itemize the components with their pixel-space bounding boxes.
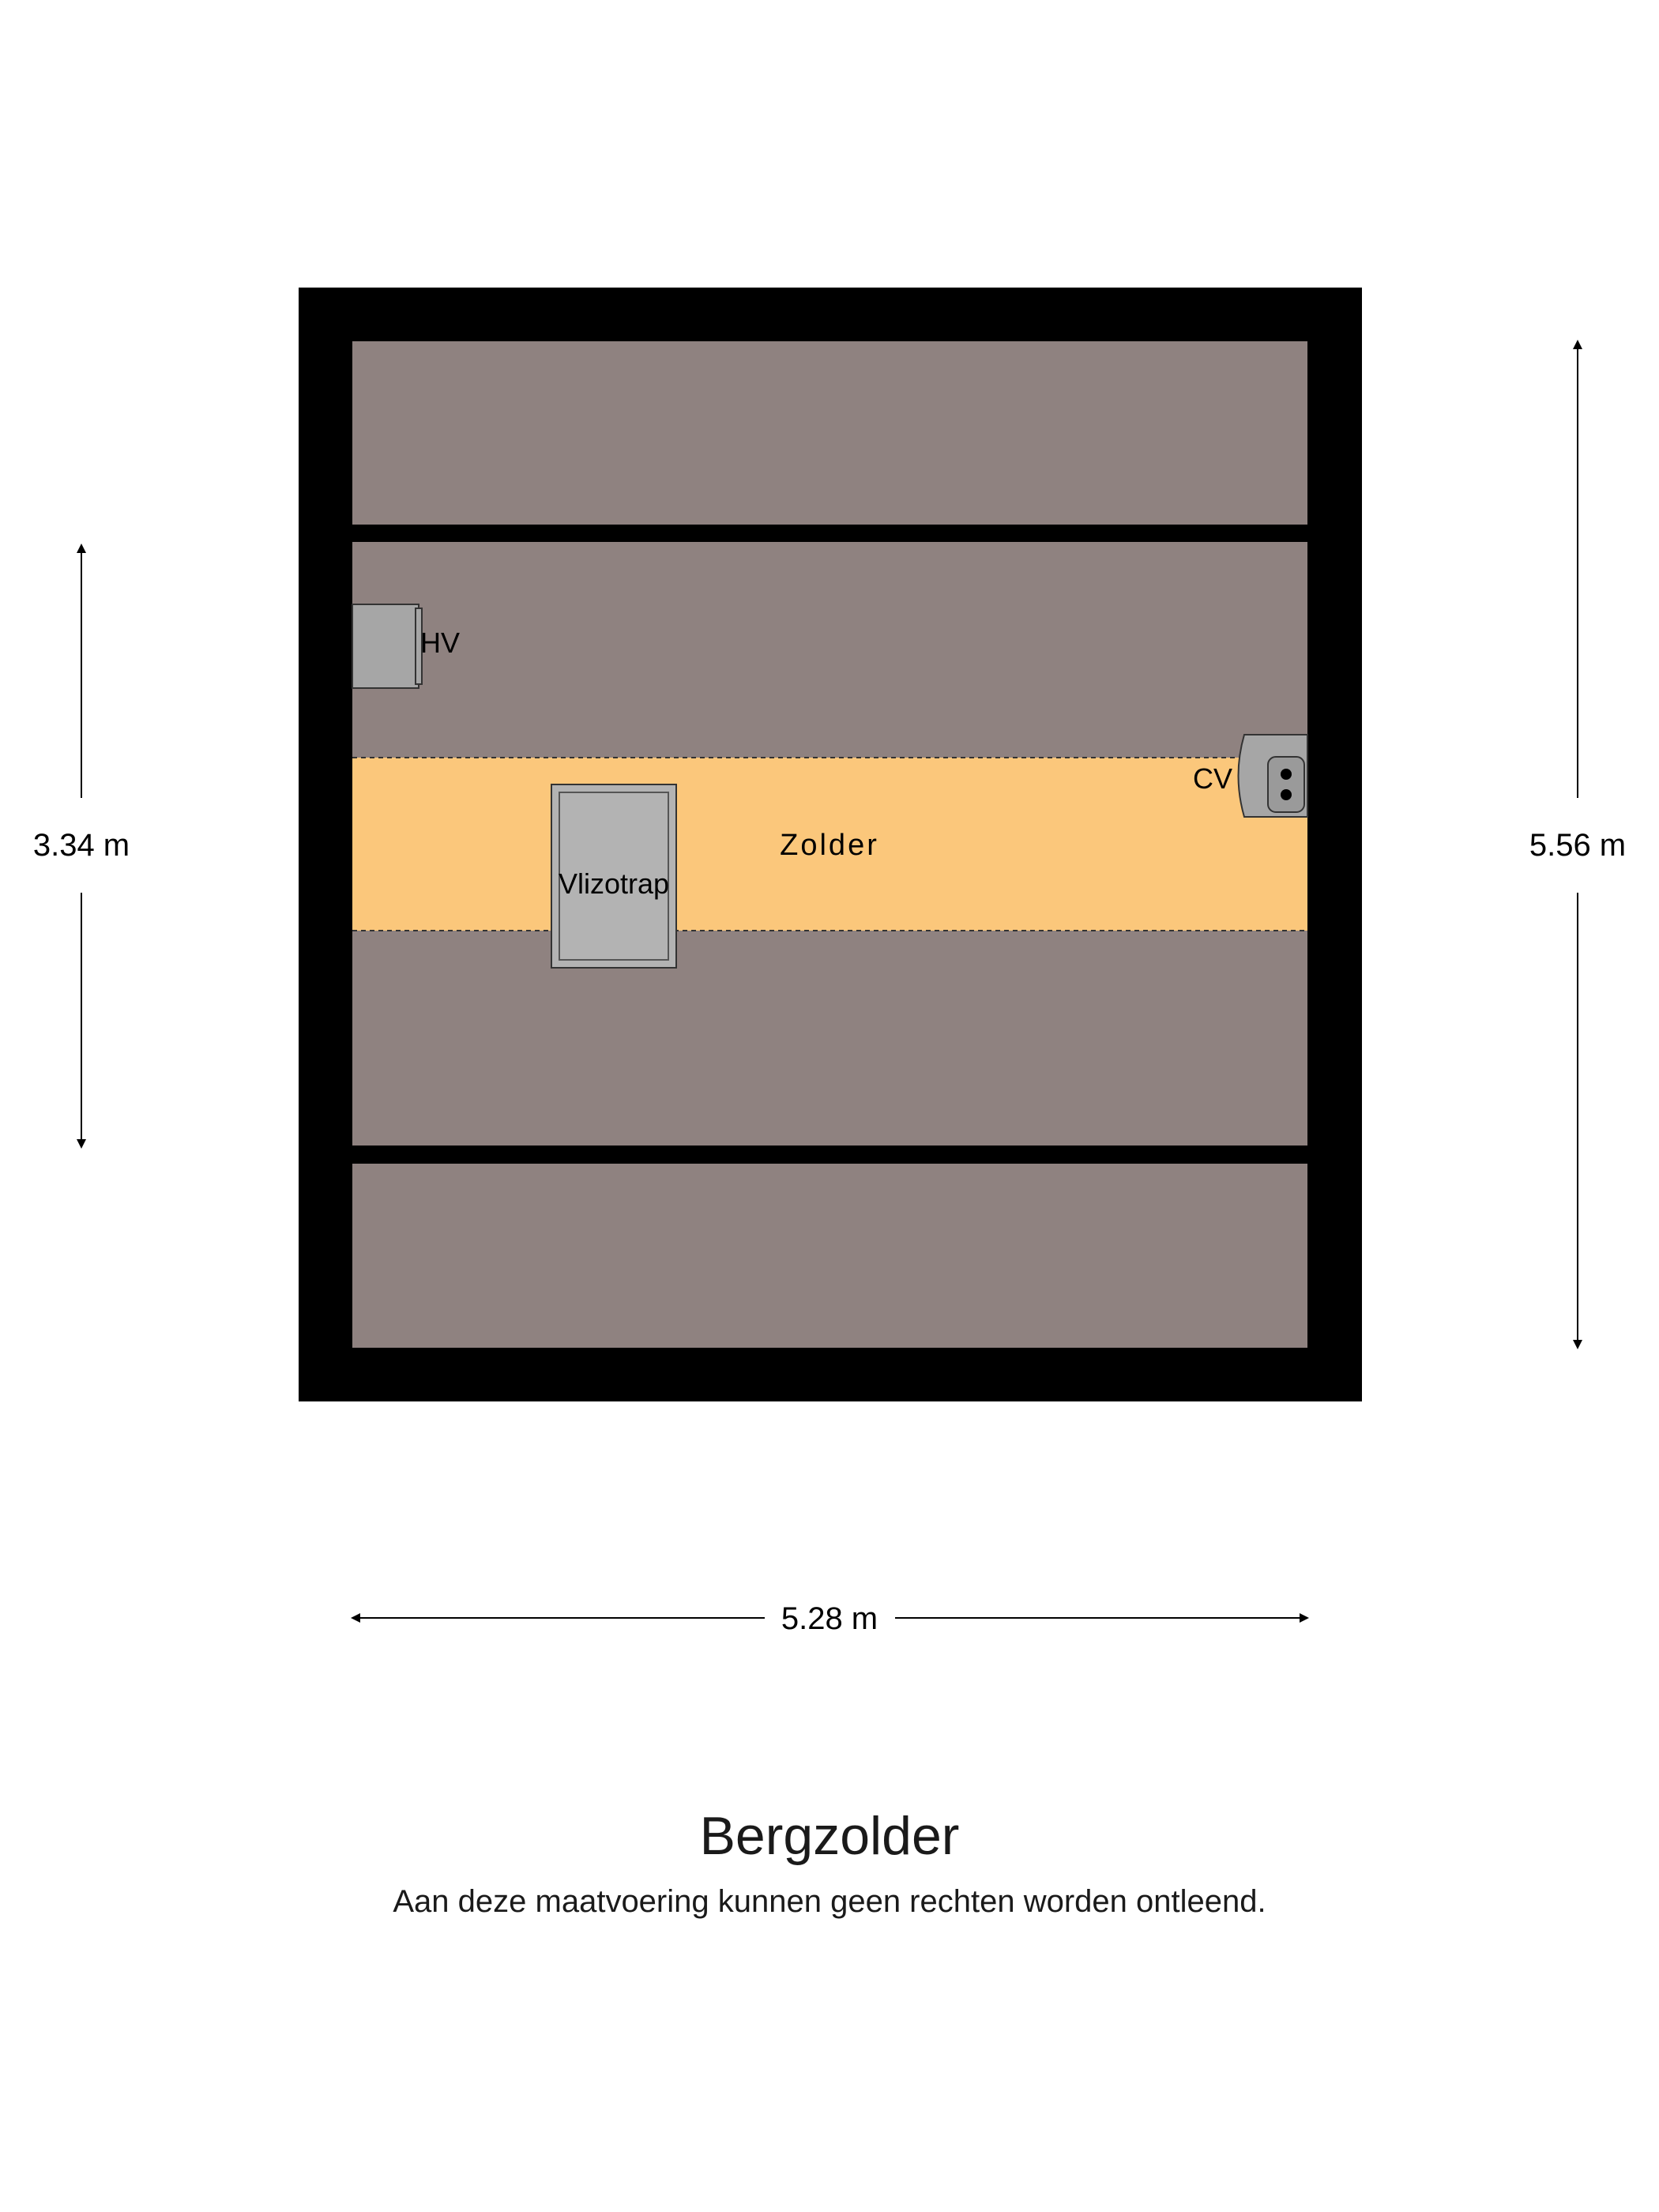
fixture-label-hv: HV [420, 626, 460, 659]
boiler-icon [352, 604, 423, 689]
disclaimer-text: Aan deze maatvoering kunnen geen rechten… [393, 1884, 1266, 1919]
usable-floor-strip [352, 758, 1307, 931]
fixture-label-cv: CV [1193, 762, 1232, 795]
floor-title: Bergzolder [699, 1806, 960, 1866]
dimension-label-right: 5.56 m [1529, 828, 1626, 863]
low-ceiling-area-bottom [352, 1164, 1307, 1348]
attic-hatch-icon [551, 784, 677, 969]
fixture-label-vlizotrap: Vlizotrap [559, 867, 669, 900]
room-label-zolder: Zolder [780, 829, 879, 862]
heater-icon [1237, 734, 1308, 818]
dimension-label-left: 3.34 m [33, 828, 130, 863]
dimension-label-bottom: 5.28 m [781, 1601, 878, 1636]
low-ceiling-area-top [352, 341, 1307, 525]
